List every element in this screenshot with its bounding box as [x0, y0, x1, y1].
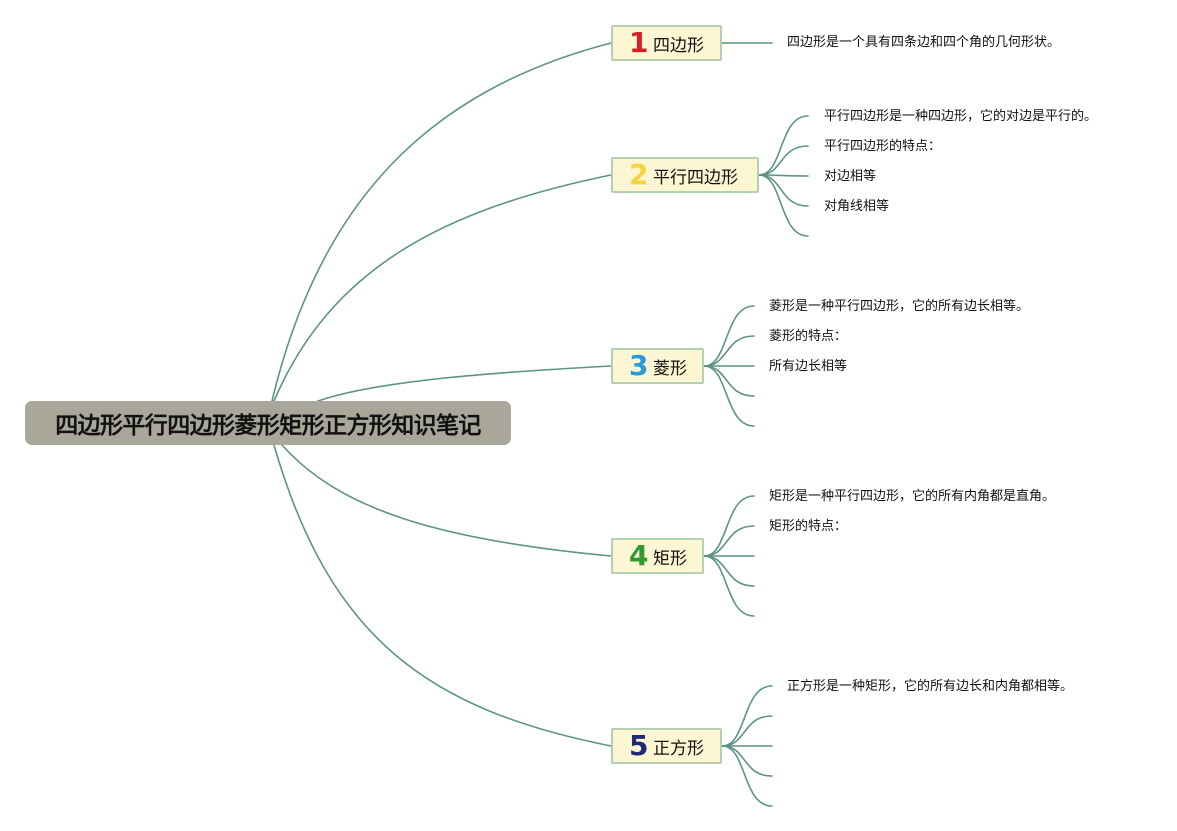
branch-connector: [703, 365, 755, 427]
branch-connector: [721, 685, 773, 747]
detail-text[interactable]: 平行四边形的特点：: [824, 139, 942, 154]
topic-rectangle[interactable]: 4 矩形: [611, 538, 704, 574]
root-connector: [271, 42, 612, 402]
branch-connector: [758, 174, 809, 207]
topic-number-badge: 2: [629, 158, 649, 191]
topic-quadrilateral[interactable]: 1 四边形: [611, 25, 722, 61]
branch-connector: [758, 145, 809, 176]
topic-number-badge: 3: [629, 349, 649, 382]
topic-square[interactable]: 5 正方形: [611, 728, 722, 764]
topic-label: 正方形: [653, 738, 704, 759]
topic-rhombus[interactable]: 3 菱形: [611, 348, 704, 384]
detail-text[interactable]: 矩形是一种平行四边形，它的所有内角都是直角。: [769, 489, 1056, 504]
branch-connector: [703, 555, 755, 587]
branch-connector: [721, 745, 773, 807]
topic-number-badge: 5: [629, 729, 649, 762]
branch-connector: [758, 174, 809, 237]
root-connector: [281, 444, 612, 557]
topic-parallelogram[interactable]: 2 平行四边形: [611, 157, 759, 193]
topic-label: 平行四边形: [653, 167, 738, 188]
detail-text[interactable]: 菱形是一种平行四边形，它的所有边长相等。: [769, 299, 1030, 314]
topic-number-badge: 4: [629, 539, 649, 572]
detail-text[interactable]: 菱形的特点：: [769, 329, 848, 344]
branch-connector: [758, 115, 809, 176]
branch-connector: [703, 555, 755, 617]
detail-text[interactable]: 所有边长相等: [769, 359, 848, 374]
detail-text[interactable]: 对角线相等: [824, 199, 890, 214]
branch-connector: [703, 335, 755, 367]
branch-connector: [703, 525, 755, 557]
root-connector: [273, 444, 612, 747]
branch-connector: [721, 715, 773, 747]
detail-text[interactable]: 平行四边形是一种四边形，它的对边是平行的。: [824, 109, 1098, 124]
root-connector: [273, 174, 612, 402]
root-connector: [317, 365, 612, 402]
topic-label: 菱形: [653, 358, 687, 379]
topic-label: 四边形: [653, 35, 704, 56]
detail-text[interactable]: 对边相等: [824, 169, 877, 184]
topic-label: 矩形: [653, 548, 687, 569]
branch-connector: [703, 305, 755, 367]
topic-number-badge: 1: [629, 26, 649, 59]
root-topic[interactable]: 四边形平行四边形菱形矩形正方形知识笔记: [25, 401, 511, 445]
branch-connector: [703, 495, 755, 557]
detail-text[interactable]: 正方形是一种矩形，它的所有边长和内角都相等。: [787, 679, 1074, 694]
detail-text[interactable]: 矩形的特点：: [769, 519, 848, 534]
detail-text[interactable]: 四边形是一个具有四条边和四个角的几何形状。: [787, 35, 1061, 50]
branch-connector: [721, 745, 773, 777]
branch-connector: [703, 365, 755, 397]
root-topic-label: 四边形平行四边形菱形矩形正方形知识笔记: [55, 413, 481, 439]
